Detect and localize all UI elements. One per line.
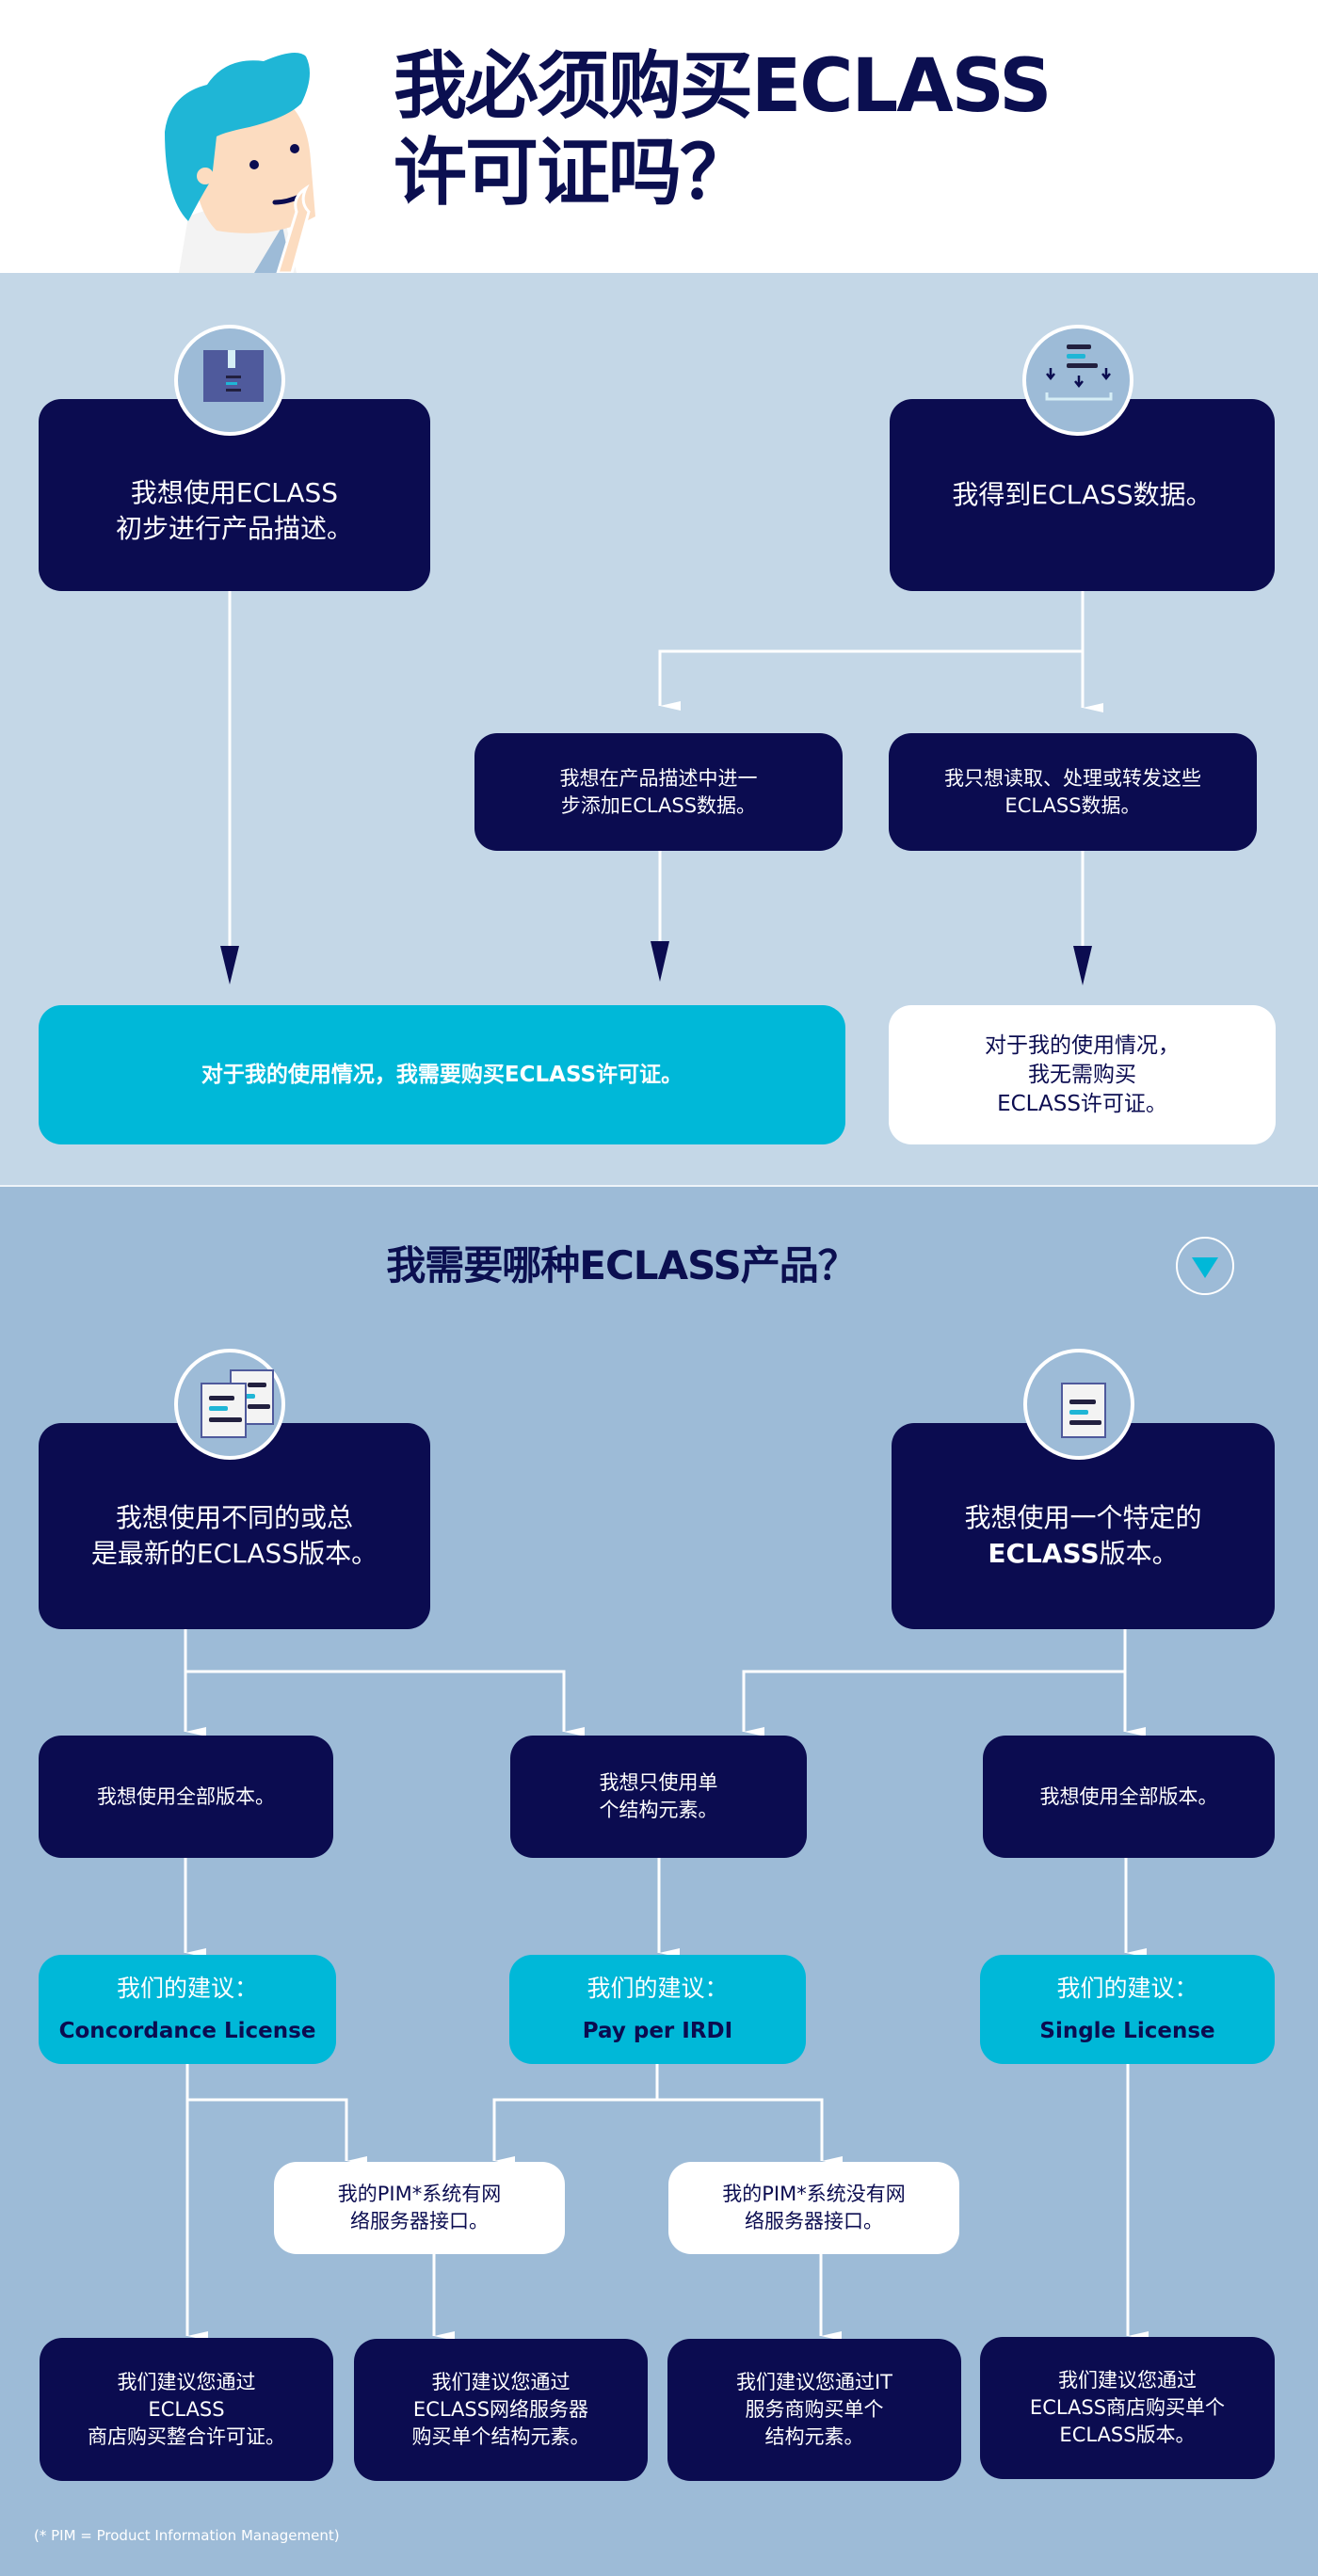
branch-node-read-data-text: 我只想读取、处理或转发这些 ECLASS数据。 bbox=[944, 766, 1201, 817]
connector-left-to-single bbox=[185, 1670, 585, 1736]
recommendation-single-license: 我们的建议： Single License bbox=[980, 1955, 1275, 2064]
specific-version-rest: 版本。 bbox=[1099, 1537, 1179, 1569]
outcome-it-provider-text: 我们建议您通过IT 服务商购买单个 结构元素。 bbox=[735, 2371, 893, 2448]
data-download-icon bbox=[1045, 344, 1113, 401]
badge-data-download bbox=[1022, 325, 1133, 436]
connector-to-add bbox=[658, 649, 1083, 711]
expand-toggle-button[interactable] bbox=[1176, 1237, 1234, 1295]
recommendation-concordance: 我们的建议： Concordance License bbox=[39, 1955, 336, 2064]
arrowhead-left bbox=[220, 946, 239, 984]
question-pim-without-webservice: 我的PIM*系统没有网 络服务器接口。 bbox=[668, 2162, 959, 2254]
outcome-shop-bundle-license-text: 我们建议您通过 ECLASS 商店购买整合许可证。 bbox=[88, 2370, 285, 2448]
specific-version-line1: 我想使用一个特定的 bbox=[964, 1501, 1202, 1533]
page-title-line1: 我必须购买ECLASS bbox=[394, 44, 1052, 129]
result-license-not-required-text: 对于我的使用情况， 我无需购买 ECLASS许可证。 bbox=[985, 1032, 1180, 1116]
branch-node-add-data: 我想在产品描述中进一 步添加ECLASS数据。 bbox=[474, 733, 843, 851]
outcome-shop-single-version: 我们建议您通过 ECLASS商店购买单个 ECLASS版本。 bbox=[980, 2337, 1275, 2479]
section-title-product: 我需要哪种ECLASS产品？ bbox=[386, 1242, 857, 1288]
outcome-webservice-elements-text: 我们建议您通过 ECLASS网络服务器 购买单个结构元素。 bbox=[411, 2371, 590, 2448]
outcome-shop-single-version-text: 我们建议您通过 ECLASS商店购买单个 ECLASS版本。 bbox=[1029, 2369, 1226, 2446]
section-divider bbox=[0, 1185, 1318, 1187]
footnote-pim: (* PIM = Product Information Management) bbox=[34, 2527, 340, 2544]
recommendation-pay-per-irdi: 我们的建议： Pay per IRDI bbox=[509, 1955, 806, 2064]
page-title: 我必须购买ECLASS 许可证吗？ bbox=[394, 43, 1241, 216]
question-single-element-text: 我想只使用单 个结构元素。 bbox=[599, 1771, 718, 1821]
question-pim-without-webservice-text: 我的PIM*系统没有网 络服务器接口。 bbox=[722, 2183, 906, 2232]
branch-node-read-data: 我只想读取、处理或转发这些 ECLASS数据。 bbox=[889, 733, 1257, 851]
connector-payper-to-pim-yes bbox=[492, 2098, 657, 2166]
start-node-multiple-versions-text: 我想使用不同的或总 是最新的ECLASS版本。 bbox=[90, 1501, 378, 1569]
start-node-product-description-text: 我想使用ECLASS 初步进行产品描述。 bbox=[115, 477, 353, 544]
recommendation-label: 我们的建议： bbox=[587, 1975, 729, 2002]
product-box-icon bbox=[203, 350, 264, 402]
multiple-documents-icon bbox=[201, 1369, 274, 1438]
product-concordance-license: Concordance License bbox=[58, 2019, 316, 2043]
connector-concordance-to-pim-yes bbox=[187, 2098, 367, 2166]
result-license-required-text: 对于我的使用情况，我需要购买ECLASS许可证。 bbox=[201, 1062, 683, 1087]
start-node-specific-version-text: 我想使用一个特定的 ECLASS版本。 bbox=[964, 1481, 1201, 1572]
connector-payper-to-pim-no bbox=[657, 2098, 843, 2166]
start-node-receive-data-text: 我得到ECLASS数据。 bbox=[952, 479, 1213, 510]
outcome-it-provider: 我们建议您通过IT 服务商购买单个 结构元素。 bbox=[667, 2339, 961, 2481]
arrowhead-right bbox=[1073, 946, 1092, 985]
question-single-element: 我想只使用单 个结构元素。 bbox=[510, 1736, 807, 1858]
outcome-shop-bundle-license: 我们建议您通过 ECLASS 商店购买整合许可证。 bbox=[40, 2338, 333, 2481]
result-license-required: 对于我的使用情况，我需要购买ECLASS许可证。 bbox=[39, 1005, 845, 1144]
thinking-person-icon bbox=[165, 53, 315, 273]
arrowhead-middle bbox=[651, 941, 669, 982]
specific-version-bold: ECLASS bbox=[988, 1537, 1100, 1569]
badge-single-document bbox=[1023, 1349, 1134, 1460]
question-all-versions-right: 我想使用全部版本。 bbox=[983, 1736, 1275, 1858]
badge-product-box bbox=[174, 325, 285, 436]
result-license-not-required: 对于我的使用情况， 我无需购买 ECLASS许可证。 bbox=[889, 1005, 1276, 1144]
question-all-versions-right-text: 我想使用全部版本。 bbox=[1039, 1784, 1218, 1808]
product-pay-per-irdi: Pay per IRDI bbox=[582, 2019, 733, 2043]
page-title-line2: 许可证吗？ bbox=[394, 131, 753, 216]
product-single-license: Single License bbox=[1039, 2019, 1215, 2043]
question-all-versions-left: 我想使用全部版本。 bbox=[39, 1736, 333, 1858]
triangle-down-icon bbox=[1192, 1257, 1218, 1278]
start-node-receive-data: 我得到ECLASS数据。 bbox=[890, 399, 1275, 591]
question-pim-with-webservice: 我的PIM*系统有网 络服务器接口。 bbox=[274, 2162, 565, 2254]
question-pim-with-webservice-text: 我的PIM*系统有网 络服务器接口。 bbox=[337, 2183, 502, 2232]
question-all-versions-left-text: 我想使用全部版本。 bbox=[97, 1784, 275, 1808]
connector-right-to-single bbox=[742, 1670, 1125, 1736]
recommendation-label: 我们的建议： bbox=[116, 1975, 258, 2002]
branch-node-add-data-text: 我想在产品描述中进一 步添加ECLASS数据。 bbox=[559, 766, 758, 817]
outcome-webservice-elements: 我们建议您通过 ECLASS网络服务器 购买单个结构元素。 bbox=[354, 2339, 648, 2481]
badge-multiple-documents bbox=[174, 1349, 285, 1460]
recommendation-label: 我们的建议： bbox=[1056, 1975, 1198, 2002]
single-document-icon bbox=[1061, 1383, 1106, 1438]
